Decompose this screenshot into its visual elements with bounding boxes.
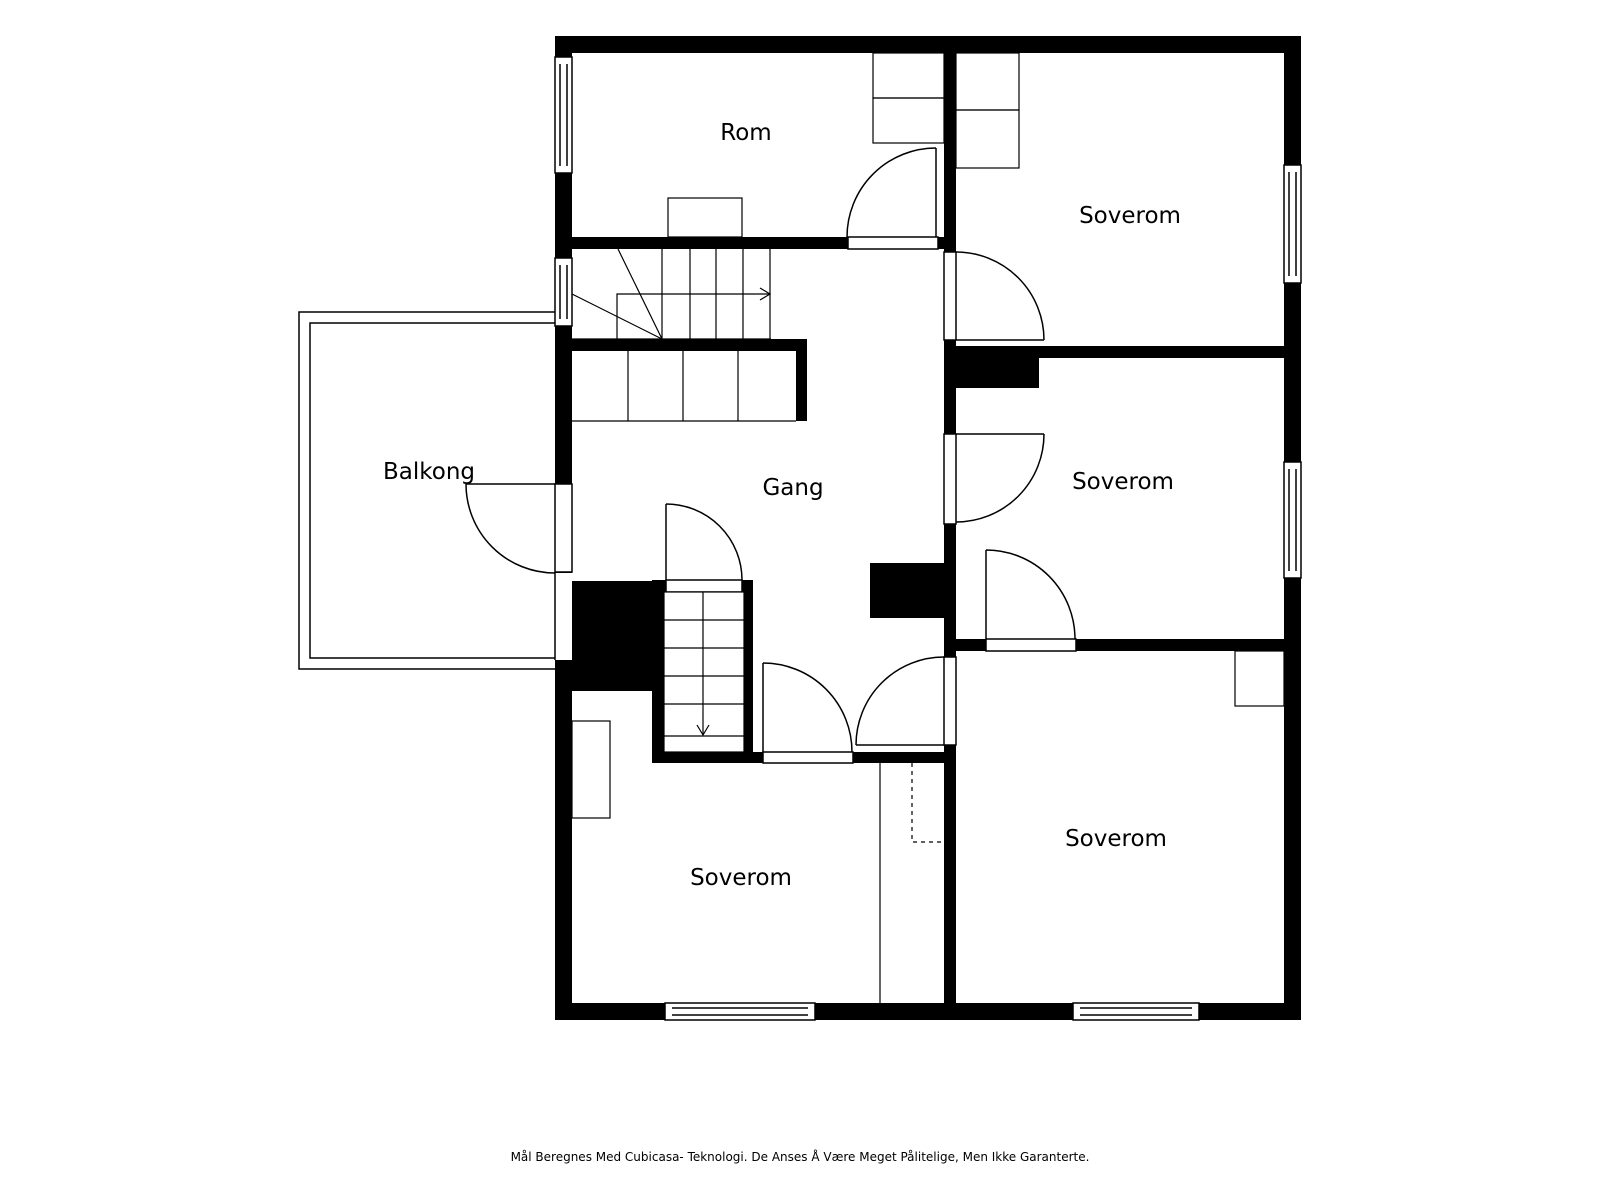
staircase-upper [571, 248, 796, 422]
staircase-lower [663, 591, 745, 753]
balcony [298, 311, 555, 670]
fixtures [571, 52, 1285, 1003]
room-labels: Rom Soverom Soverom Gang Balkong Soverom… [383, 120, 1181, 891]
room-label-gang: Gang [762, 475, 823, 501]
room-label-soverom-bottom-left: Soverom [690, 865, 792, 891]
room-label-balkong: Balkong [383, 459, 475, 485]
room-label-rom: Rom [720, 120, 771, 146]
window-gaps [555, 57, 1301, 1020]
measurement-disclaimer: Mål Beregnes Med Cubicasa- Teknologi. De… [510, 1150, 1090, 1164]
exterior-walls [555, 36, 1301, 1020]
room-label-soverom-mid-right: Soverom [1072, 469, 1174, 495]
room-label-soverom-bottom-right: Soverom [1065, 826, 1167, 852]
windows [554, 56, 1302, 1021]
room-label-soverom-top-right: Soverom [1079, 203, 1181, 229]
